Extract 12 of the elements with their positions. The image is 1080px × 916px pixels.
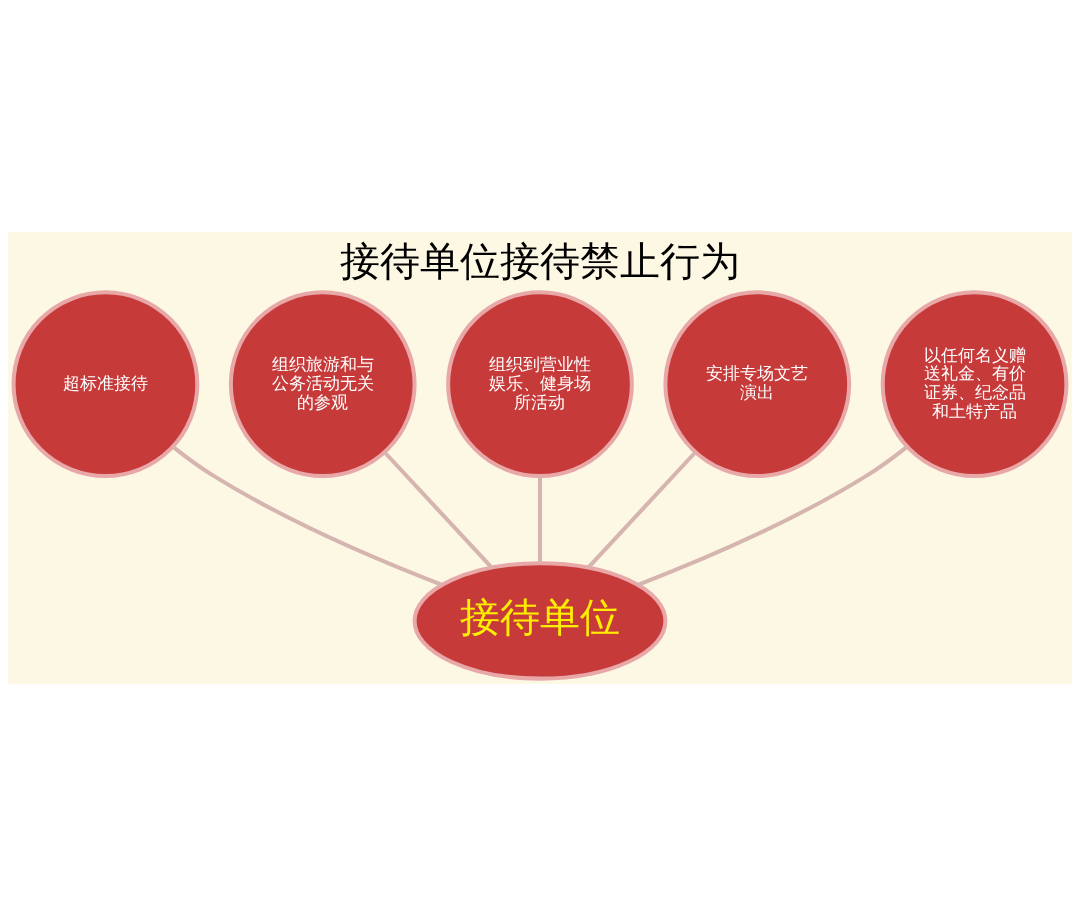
connector (586, 451, 697, 570)
node-circle: 超标准接待 (11, 290, 200, 479)
node-ellipse: 接待单位 (412, 561, 668, 681)
node-circle: 安排专场文艺演出 (663, 290, 852, 479)
node-circle: 以任何名义赠送礼金、有价证券、纪念品和土特产品 (880, 290, 1069, 479)
connector (383, 451, 494, 570)
node-circle: 组织旅游和与公务活动无关的参观 (228, 290, 417, 479)
node-circle: 组织到营业性娱乐、健身场所活动 (446, 290, 634, 479)
connector (637, 445, 908, 587)
connector (538, 476, 542, 563)
connector (172, 445, 443, 587)
diagram-title: 接待单位接待禁止行为 (340, 237, 740, 284)
